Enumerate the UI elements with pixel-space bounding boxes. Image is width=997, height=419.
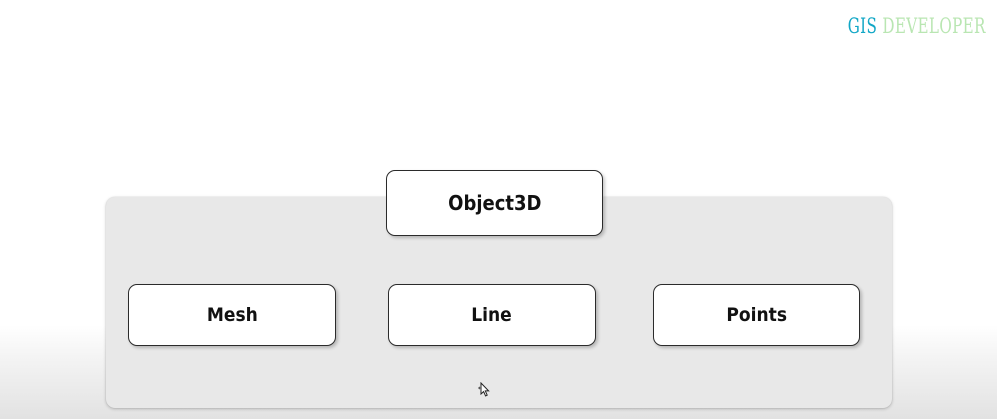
line-node-label: Line [471,304,513,326]
mesh-node-label: Mesh [206,304,258,326]
points-node: Points [653,284,860,346]
object3d-node-label: Object3D [447,191,542,215]
watermark-gis-text: GIS [847,14,878,38]
line-node: Line [388,284,596,346]
channel-watermark: GIS DEVELOPER [848,12,986,40]
points-node-label: Points [726,304,787,326]
object3d-node: Object3D [386,170,603,236]
mesh-node: Mesh [128,284,336,346]
move-cursor-icon [478,382,490,397]
watermark-developer-text: DEVELOPER [882,14,986,38]
